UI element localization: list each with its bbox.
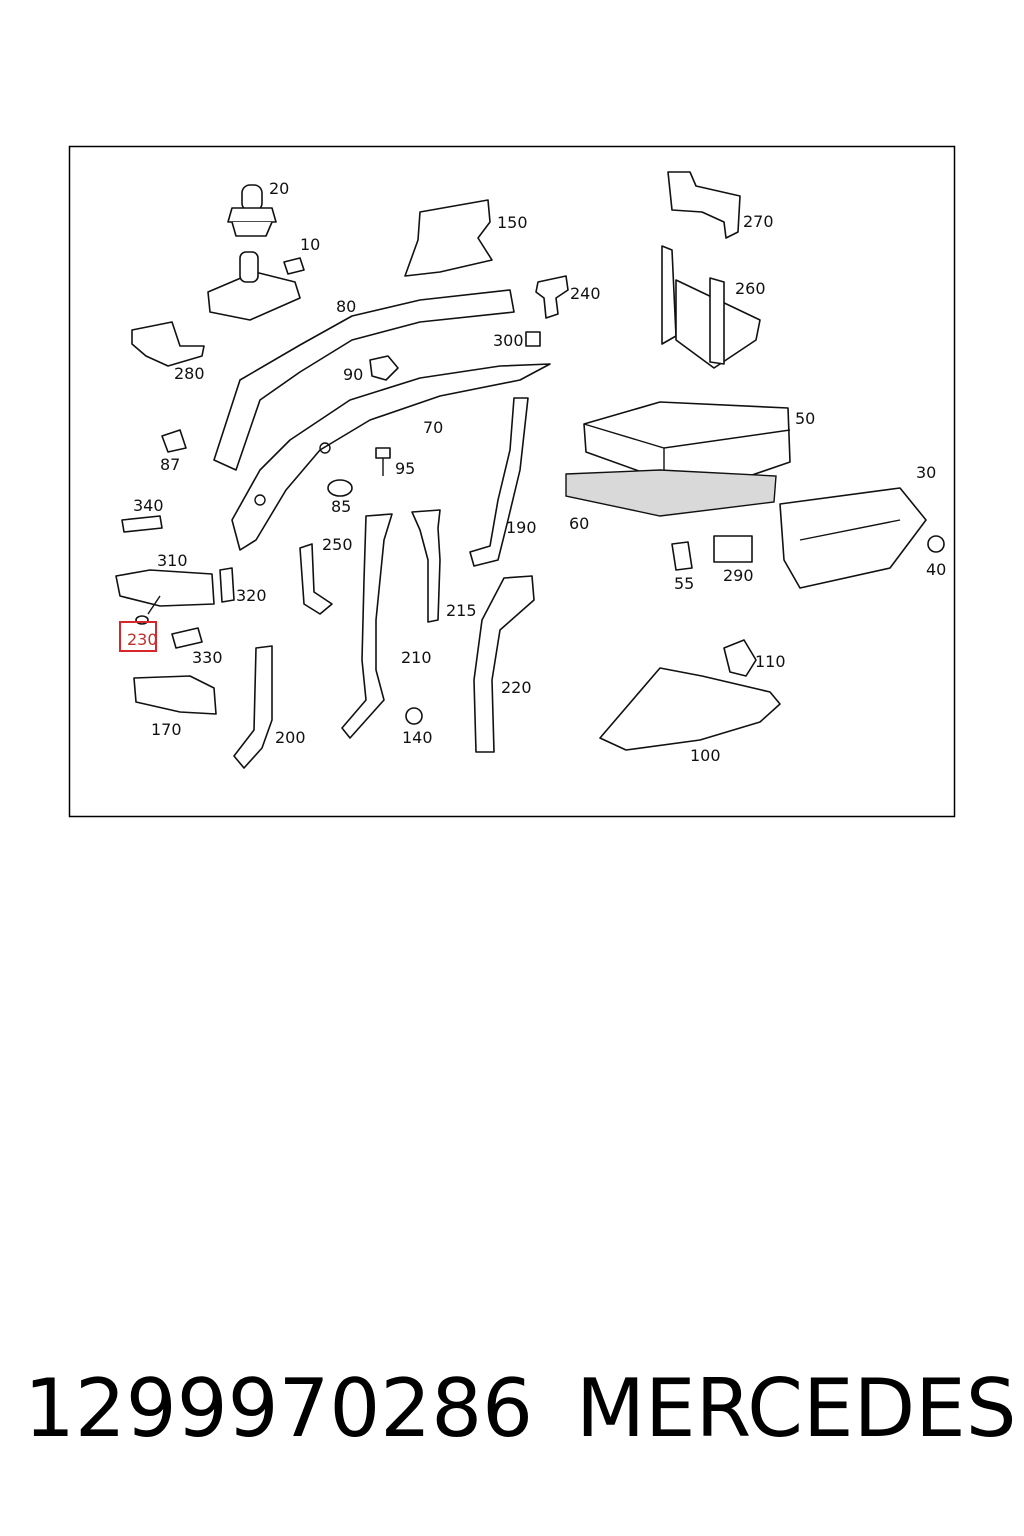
part-20-drawing (227, 184, 277, 237)
part-95-drawing (375, 447, 391, 476)
part-310-drawing (115, 569, 215, 607)
label-20: 20 (269, 179, 289, 198)
label-280: 280 (174, 364, 205, 383)
part-190-drawing (469, 397, 529, 567)
label-190: 190 (506, 518, 537, 537)
label-90: 90 (343, 365, 363, 384)
label-215: 215 (446, 601, 477, 620)
label-290: 290 (723, 566, 754, 585)
label-85: 85 (331, 497, 351, 516)
part-150-drawing (404, 199, 493, 277)
label-110: 110 (755, 652, 786, 671)
highlight-box-230 (119, 621, 157, 652)
part-87-drawing (161, 429, 187, 453)
part-250-drawing (299, 543, 333, 615)
label-95: 95 (395, 459, 415, 478)
label-330: 330 (192, 648, 223, 667)
part-210-drawing (341, 513, 393, 739)
label-80: 80 (336, 297, 356, 316)
part-number: 1299970286 (24, 1362, 533, 1455)
part-170-drawing (133, 675, 217, 715)
part-55-drawing (671, 541, 693, 571)
brand-name: MERCEDES (576, 1362, 1017, 1455)
part-320-drawing (219, 567, 235, 603)
label-55: 55 (674, 574, 694, 593)
label-230: 230 (127, 630, 158, 649)
part-30-drawing (779, 487, 927, 589)
label-10: 10 (300, 235, 320, 254)
part-60-drawing (565, 469, 777, 517)
label-70: 70 (423, 418, 443, 437)
part-270-drawing (667, 171, 741, 239)
label-340: 340 (133, 496, 164, 515)
label-320: 320 (236, 586, 267, 605)
part-110-drawing (723, 639, 757, 677)
label-210: 210 (401, 648, 432, 667)
label-100: 100 (690, 746, 721, 765)
part-140-drawing (405, 707, 423, 725)
label-150: 150 (497, 213, 528, 232)
part-50-drawing (583, 401, 791, 487)
part-40-drawing (927, 535, 945, 553)
footer: 1299970286 MERCEDES (24, 1362, 1017, 1472)
label-300: 300 (493, 331, 524, 350)
label-310: 310 (157, 551, 188, 570)
label-200: 200 (275, 728, 306, 747)
label-260: 260 (735, 279, 766, 298)
label-40: 40 (926, 560, 946, 579)
part-215-drawing (411, 509, 441, 623)
part-340-drawing (121, 515, 163, 533)
label-220: 220 (501, 678, 532, 697)
part-70-drawing (231, 363, 551, 551)
label-50: 50 (795, 409, 815, 428)
part-90-drawing (369, 355, 399, 381)
label-240: 240 (570, 284, 601, 303)
part-280-drawing (131, 321, 205, 367)
label-270: 270 (743, 212, 774, 231)
label-170: 170 (151, 720, 182, 739)
part-330-drawing (171, 627, 203, 649)
part-85-drawing (327, 479, 353, 497)
part-220-drawing (473, 575, 535, 753)
part-200-drawing (233, 645, 273, 769)
diagram-frame (68, 145, 956, 818)
part-290-drawing (713, 535, 753, 563)
part-300-drawing (525, 331, 541, 347)
part-10-drawing (207, 251, 305, 321)
label-60: 60 (569, 514, 589, 533)
label-140: 140 (402, 728, 433, 747)
part-100-drawing (599, 667, 781, 751)
part-260-drawing (661, 245, 761, 369)
label-250: 250 (322, 535, 353, 554)
part-240-drawing (535, 275, 569, 319)
parts-diagram: 20 10 150 270 240 260 80 300 280 90 70 5… (68, 145, 956, 818)
label-30: 30 (916, 463, 936, 482)
part-80-drawing (213, 289, 515, 471)
label-87: 87 (160, 455, 180, 474)
